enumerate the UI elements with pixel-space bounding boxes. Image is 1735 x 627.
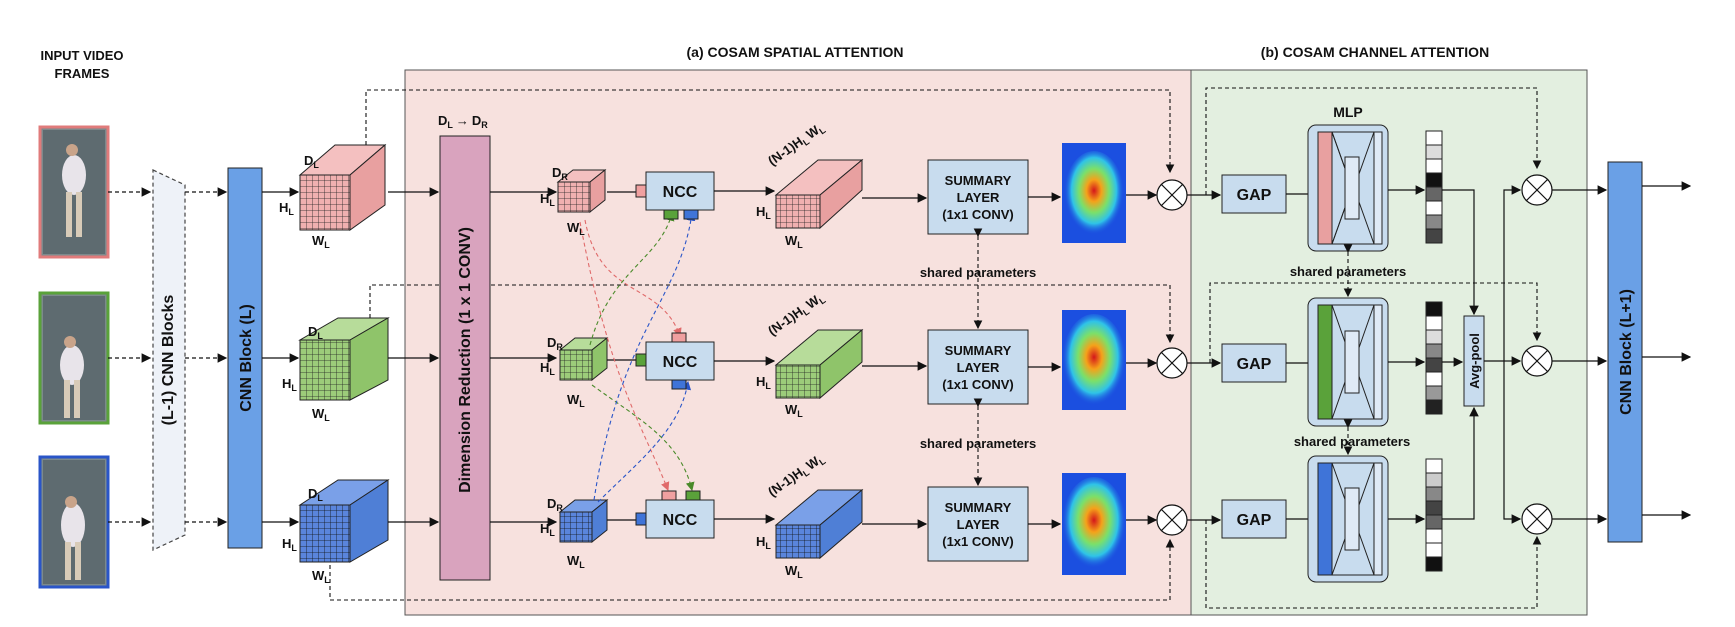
label-dl-3: DL	[308, 486, 323, 503]
shared-params-summary-1: shared parameters	[920, 265, 1036, 280]
channel-vector-3	[1425, 458, 1443, 572]
summary-layer-1: SUMMARY LAYER (1x1 CONV)	[927, 159, 1029, 235]
tensor-red-ncc	[774, 158, 864, 230]
label-dr-2: DR	[547, 335, 563, 352]
svg-text:SUMMARY: SUMMARY	[945, 343, 1012, 358]
mlp-block-1	[1307, 124, 1389, 252]
multiply-channel-3	[1521, 503, 1553, 535]
tensor-blue-dr	[558, 498, 609, 544]
dimension-reduction-label: Dimension Reduction (1 x 1 CONV)	[457, 227, 474, 493]
input-title-line2: FRAMES	[55, 66, 110, 81]
svg-text:SUMMARY: SUMMARY	[945, 500, 1012, 515]
svg-text:NCC: NCC	[663, 184, 698, 201]
multiply-spatial-1	[1156, 179, 1188, 211]
dimension-reduction-top: DL→DR	[438, 113, 488, 130]
label-wl-ncc-2: WL	[785, 402, 803, 419]
label-wl-dr-3: WL	[567, 553, 585, 570]
ncc-box-1: NCC	[635, 171, 715, 220]
label-hl-ncc-2: HL	[756, 374, 771, 391]
label-hl-1: HL	[279, 200, 294, 217]
shared-params-summary-2: shared parameters	[920, 436, 1036, 451]
heatmap-2	[1062, 310, 1126, 410]
tensor-green-ncc	[774, 328, 864, 400]
label-hl-ncc-3: HL	[756, 534, 771, 551]
svg-text:NCC: NCC	[663, 354, 698, 371]
spatial-title: (a) COSAM SPATIAL ATTENTION	[687, 44, 904, 60]
label-wl-3: WL	[312, 568, 330, 585]
cnn-block-l1-label: CNN Block (L+1)	[1618, 289, 1635, 415]
mlp-title: MLP	[1333, 104, 1363, 120]
svg-text:NCC: NCC	[663, 512, 698, 529]
channel-vector-2	[1425, 301, 1443, 415]
summary-layer-2: SUMMARY LAYER (1x1 CONV)	[927, 329, 1029, 405]
ncc-box-2: NCC	[635, 332, 715, 390]
label-wl-ncc-3: WL	[785, 563, 803, 580]
gap-box-3: GAP	[1221, 499, 1287, 539]
label-wl-2: WL	[312, 406, 330, 423]
ncc-box-3: NCC	[635, 490, 715, 539]
shared-params-mlp-2: shared parameters	[1294, 434, 1410, 449]
label-hl-dr-1: HL	[540, 191, 555, 208]
tensor-blue-dl	[298, 479, 390, 563]
gap-box-2: GAP	[1221, 343, 1287, 383]
multiply-channel-2	[1521, 345, 1553, 377]
svg-text:LAYER: LAYER	[957, 517, 1000, 532]
multiply-channel-1	[1521, 174, 1553, 206]
svg-text:(1x1 CONV): (1x1 CONV)	[942, 534, 1014, 549]
gap-box-1: GAP	[1221, 174, 1287, 214]
svg-text:GAP: GAP	[1237, 187, 1272, 204]
label-dl-1: DL	[304, 153, 319, 170]
label-wl-dr-2: WL	[567, 392, 585, 409]
svg-text:GAP: GAP	[1237, 512, 1272, 529]
input-frame-blue	[38, 455, 110, 589]
tensor-blue-ncc	[774, 488, 864, 560]
l1-cnn-blocks	[152, 169, 186, 551]
svg-text:SUMMARY: SUMMARY	[945, 173, 1012, 188]
cnn-block-l1	[1607, 161, 1643, 543]
svg-text:GAP: GAP	[1237, 356, 1272, 373]
svg-text:LAYER: LAYER	[957, 190, 1000, 205]
label-dr-3: DR	[547, 496, 563, 513]
svg-text:(1x1 CONV): (1x1 CONV)	[942, 377, 1014, 392]
avg-pool-label: Avg-pool	[1467, 333, 1482, 389]
label-hl-3: HL	[282, 536, 297, 553]
mlp-block-3	[1307, 455, 1389, 583]
input-frame-green	[38, 291, 110, 425]
tensor-red-dl	[298, 143, 387, 231]
label-hl-dr-2: HL	[540, 360, 555, 377]
label-hl-dr-3: HL	[540, 521, 555, 538]
shared-params-mlp-1: shared parameters	[1290, 264, 1406, 279]
cnn-block-l-label: CNN Block (L)	[238, 304, 255, 412]
mlp-block-2	[1307, 297, 1389, 427]
heatmap-3	[1062, 473, 1126, 575]
summary-layer-3: SUMMARY LAYER (1x1 CONV)	[927, 486, 1029, 562]
multiply-spatial-2	[1156, 347, 1188, 379]
svg-text:LAYER: LAYER	[957, 360, 1000, 375]
label-dr-1: DR	[552, 165, 568, 182]
label-wl-ncc-1: WL	[785, 233, 803, 250]
multiply-spatial-3	[1156, 504, 1188, 536]
channel-title: (b) COSAM CHANNEL ATTENTION	[1261, 44, 1489, 60]
heatmap-1	[1062, 143, 1126, 243]
input-frame-red	[38, 125, 110, 259]
input-title-line1: INPUT VIDEO	[40, 48, 123, 63]
label-hl-ncc-1: HL	[756, 204, 771, 221]
label-dl-2: DL	[308, 324, 323, 341]
channel-vector-1	[1425, 130, 1443, 244]
svg-text:(1x1 CONV): (1x1 CONV)	[942, 207, 1014, 222]
label-wl-1: WL	[312, 233, 330, 250]
tensor-green-dl	[298, 317, 390, 401]
label-hl-2: HL	[282, 376, 297, 393]
cnn-block-l	[227, 167, 263, 549]
tensor-green-dr	[558, 336, 609, 382]
l1-cnn-blocks-label: (L-1) CNN Blocks	[160, 295, 177, 426]
tensor-red-dr	[556, 168, 607, 214]
